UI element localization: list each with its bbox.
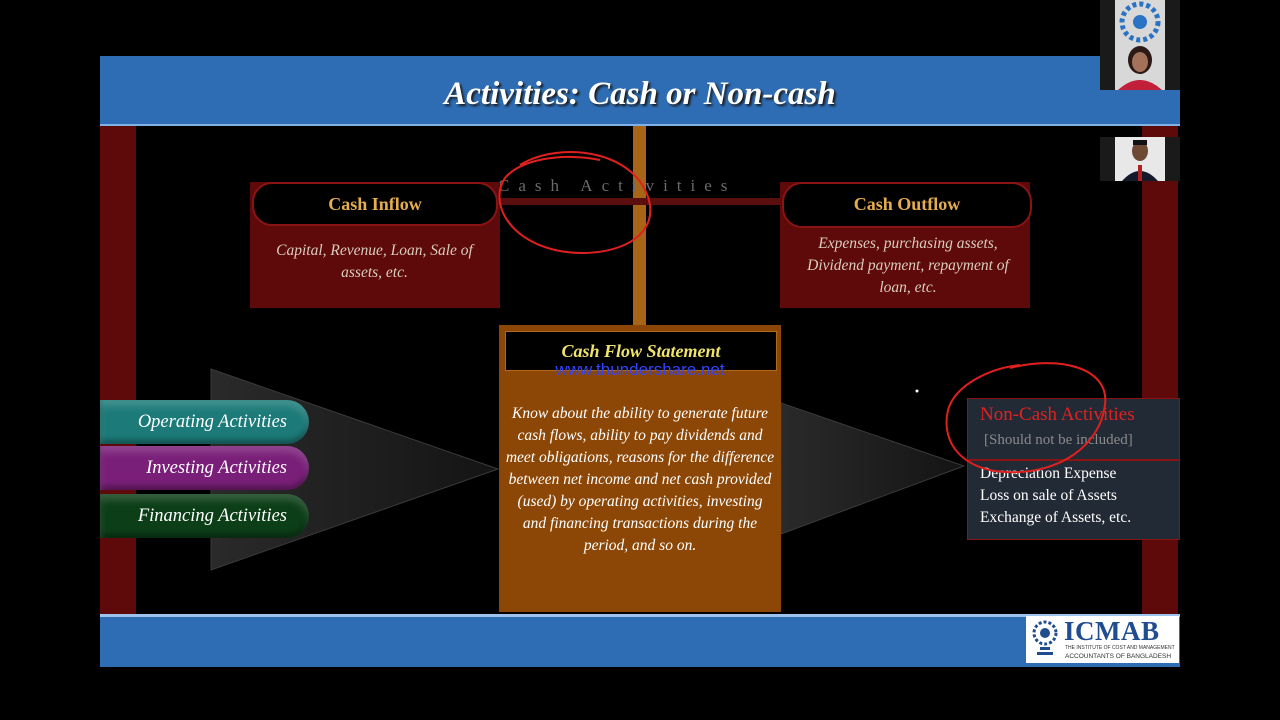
gear-logo-icon	[1032, 620, 1058, 655]
watermark-text: www.thundershare.net	[555, 360, 725, 379]
logo-subtext-1: THE INSTITUTE OF COST AND MANAGEMENT	[1065, 645, 1175, 651]
logo-subtext-2: ACCOUNTANTS OF BANGLADESH	[1065, 653, 1172, 660]
non-cash-item: Depreciation Expense	[980, 465, 1117, 482]
bottom-bar	[100, 614, 1180, 667]
right-pillar	[1142, 126, 1178, 614]
non-cash-title: Non-Cash Activities	[980, 404, 1135, 425]
non-cash-subtitle: [Should not be included]	[984, 432, 1133, 448]
icmab-logo	[1026, 616, 1179, 663]
non-cash-item: Exchange of Assets, etc.	[980, 509, 1132, 526]
left-pillar	[100, 126, 136, 614]
non-cash-divider	[968, 459, 1180, 461]
logo-text: ICMAB	[1064, 616, 1160, 646]
cash-outflow-text: Expenses, purchasing assets, Dividend pa…	[807, 235, 1009, 296]
slide-title: Activities: Cash or Non-cash	[444, 76, 836, 112]
pill-financing-activities: Financing Activities	[100, 494, 309, 538]
pill-investing-activities: Investing Activities	[100, 446, 309, 490]
right-arrow-shape	[780, 402, 966, 535]
participant-avatar-icon	[1115, 0, 1165, 90]
participant-video-1[interactable]	[1100, 0, 1180, 90]
participant-video-2[interactable]	[1100, 137, 1180, 181]
cash-activities-line	[498, 198, 784, 205]
cash-inflow-title: Cash Inflow	[252, 182, 498, 226]
cash-outflow-title: Cash Outflow	[782, 182, 1032, 228]
participant-avatar-icon	[1115, 137, 1165, 181]
cash-flow-statement-box	[499, 325, 781, 612]
cash-activities-label: Cash Activities	[498, 176, 737, 195]
cash-flow-statement-title: Cash Flow Statement	[505, 331, 777, 371]
non-cash-item: Loss on sale of Assets	[980, 487, 1117, 504]
cash-inflow-text: Capital, Revenue, Loan, Sale of assets, …	[276, 242, 473, 281]
cash-flow-statement-text: Know about the ability to generate futur…	[505, 405, 775, 554]
center-connector	[633, 126, 646, 326]
title-bar	[100, 56, 1180, 126]
pill-operating-activities: Operating Activities	[100, 400, 309, 444]
